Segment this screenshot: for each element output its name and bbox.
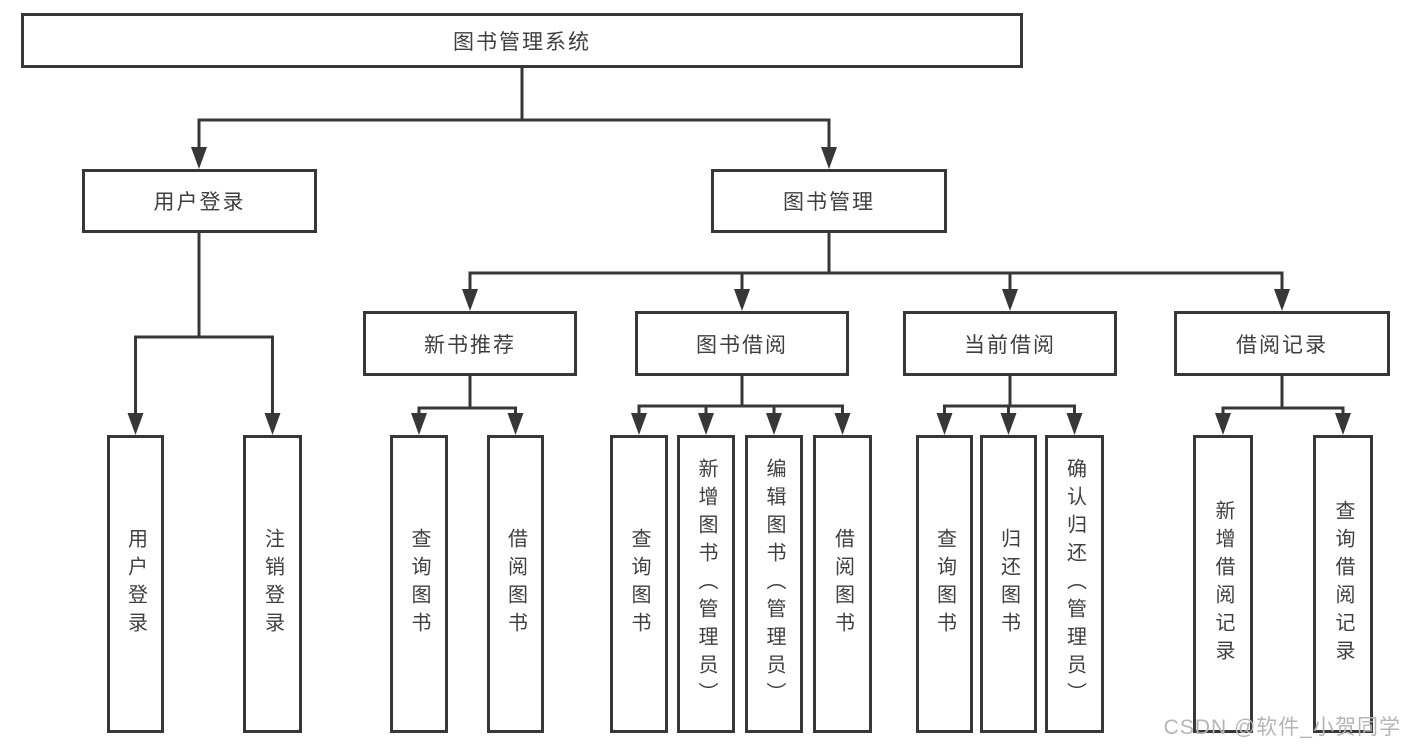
leaf-bb-borrow-books: 借阅图书 xyxy=(813,435,872,733)
node-borrow-records-label: 借阅记录 xyxy=(1236,333,1328,357)
leaf-cb-query-books-label: 查询图书 xyxy=(933,528,956,640)
node-root: 图书管理系统 xyxy=(21,13,1023,68)
leaf-nbr-borrow-books-label: 借阅图书 xyxy=(504,528,527,640)
leaf-bb-add-book-admin-label: 新增图书（管理员） xyxy=(695,458,717,710)
connector-current-borrow xyxy=(936,376,1083,435)
node-current-borrow: 当前借阅 xyxy=(903,311,1117,376)
leaf-nbr-borrow-books: 借阅图书 xyxy=(487,435,544,733)
csdn-watermark: CSDN @软件_小贺同学 xyxy=(1163,716,1401,739)
leaf-bb-add-book-admin: 新增图书（管理员） xyxy=(677,435,735,733)
leaf-bb-borrow-books-label: 借阅图书 xyxy=(831,528,854,640)
leaf-br-add-record-label: 新增借阅记录 xyxy=(1212,500,1234,668)
leaf-user-login-label: 用户登录 xyxy=(124,528,147,640)
leaf-bb-query-books-label: 查询图书 xyxy=(628,528,650,640)
leaf-cb-return-books-label: 归还图书 xyxy=(997,528,1020,640)
leaf-nbr-query-books: 查询图书 xyxy=(390,435,448,733)
node-borrow-records: 借阅记录 xyxy=(1174,311,1390,376)
node-book-mgmt-label: 图书管理 xyxy=(783,191,875,214)
node-book-borrow-label: 图书借阅 xyxy=(696,333,788,357)
leaf-cb-confirm-return-admin-label: 确认归还（管理员） xyxy=(1063,458,1086,710)
node-book-mgmt: 图书管理 xyxy=(711,169,947,233)
connector-root xyxy=(191,68,837,169)
leaf-user-login: 用户登录 xyxy=(107,435,164,733)
leaf-br-add-record: 新增借阅记录 xyxy=(1193,435,1253,733)
connector-new-book-rec xyxy=(411,376,524,435)
node-user-login: 用户登录 xyxy=(82,169,317,233)
leaf-bb-query-books: 查询图书 xyxy=(610,435,668,733)
leaf-br-query-record: 查询借阅记录 xyxy=(1313,435,1373,733)
node-new-book-rec: 新书推荐 xyxy=(363,311,577,376)
connector-book-borrow xyxy=(631,376,851,435)
node-current-borrow-label: 当前借阅 xyxy=(964,333,1056,357)
leaf-br-query-record-label: 查询借阅记录 xyxy=(1332,500,1354,668)
leaf-bb-edit-book-admin-label: 编辑图书（管理员） xyxy=(763,458,785,710)
node-new-book-rec-label: 新书推荐 xyxy=(424,333,516,357)
leaf-cb-return-books: 归还图书 xyxy=(980,435,1037,733)
leaf-cb-query-books: 查询图书 xyxy=(916,435,973,733)
node-root-label: 图书管理系统 xyxy=(453,30,591,54)
leaf-cb-confirm-return-admin: 确认归还（管理员） xyxy=(1045,435,1104,733)
connector-book-mgmt xyxy=(462,233,1290,311)
node-book-borrow: 图书借阅 xyxy=(635,311,849,376)
connector-user-login xyxy=(127,233,281,435)
node-user-login-label: 用户登录 xyxy=(153,191,246,214)
leaf-logout-label: 注销登录 xyxy=(261,528,284,640)
leaf-nbr-query-books-label: 查询图书 xyxy=(408,528,430,640)
leaf-logout: 注销登录 xyxy=(243,435,302,733)
connector-borrow-records xyxy=(1215,376,1351,435)
leaf-bb-edit-book-admin: 编辑图书（管理员） xyxy=(745,435,803,733)
